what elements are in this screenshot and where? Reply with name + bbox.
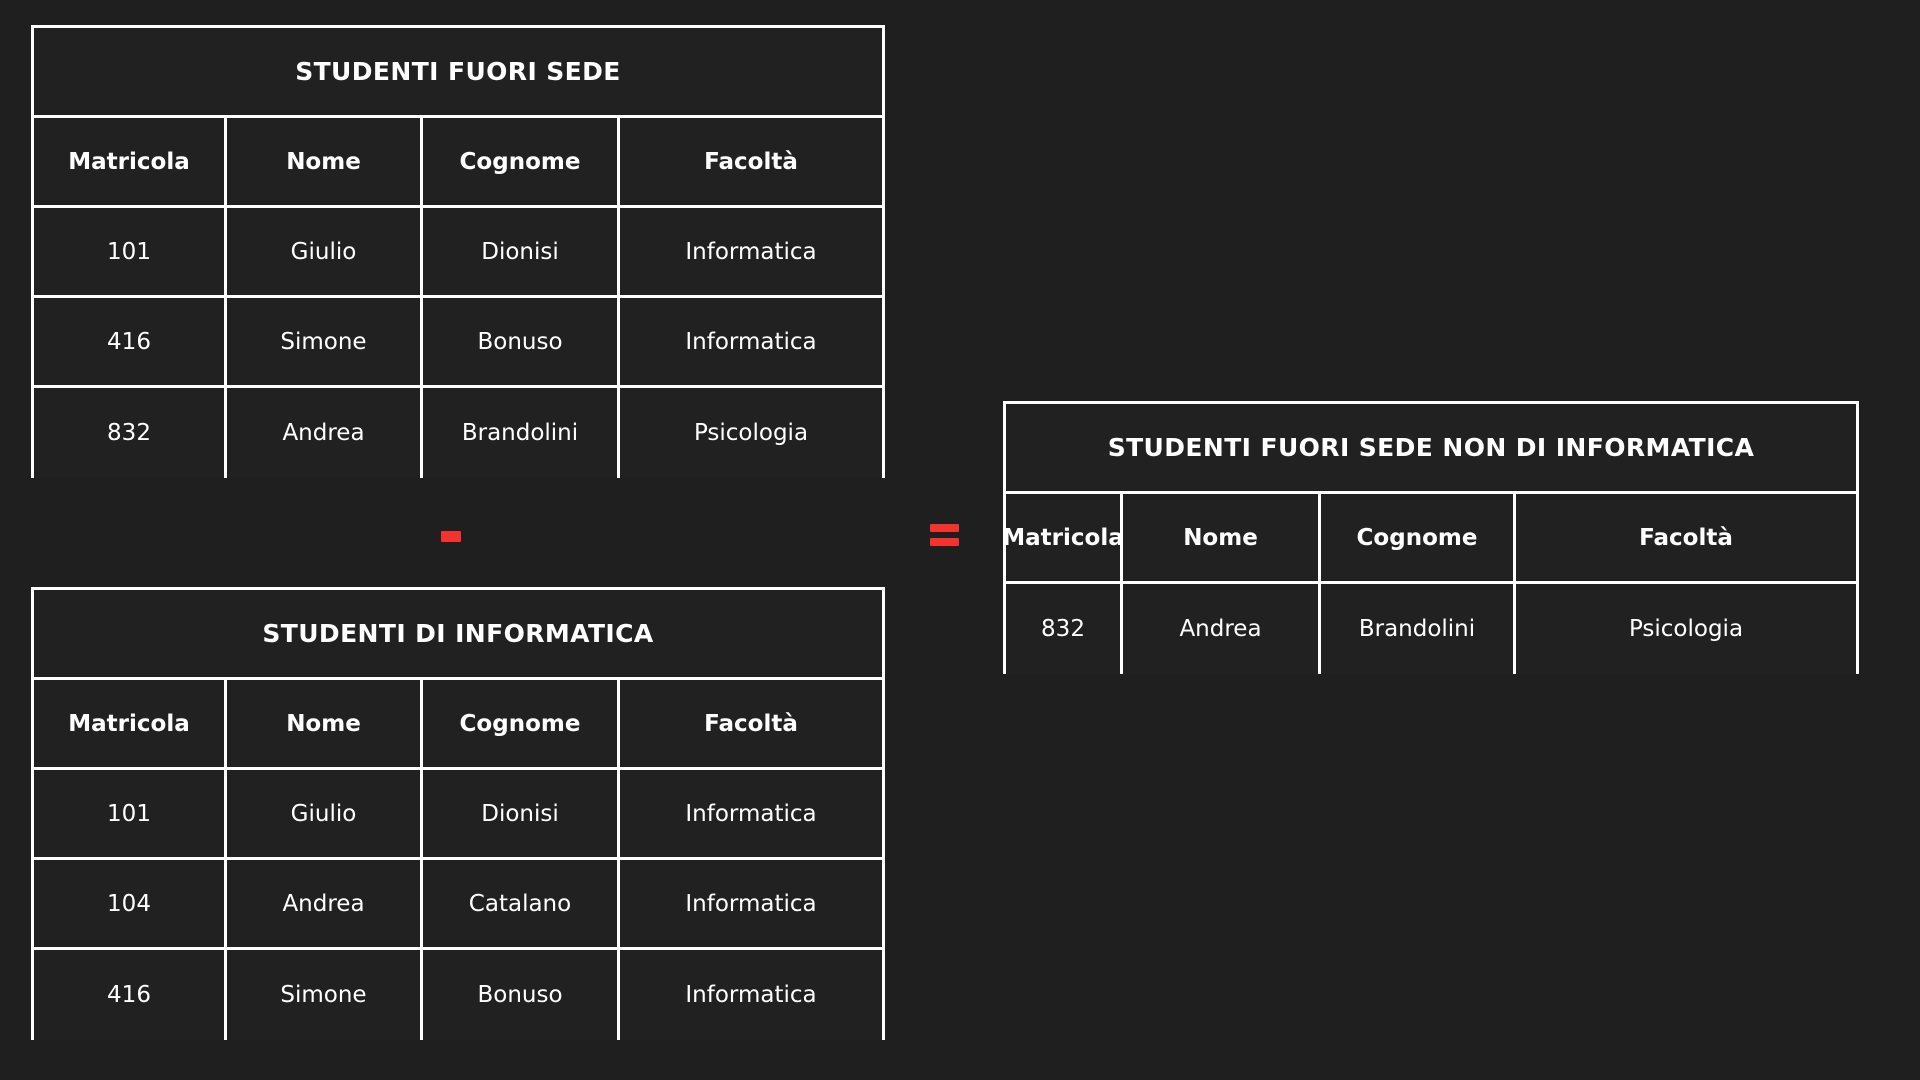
cell-cognome: Bonuso: [423, 298, 620, 385]
table-row: 416 Simone Bonuso Informatica: [34, 298, 882, 388]
column-header-matricola: Matricola: [1006, 494, 1123, 581]
table-title: STUDENTI DI INFORMATICA: [34, 590, 882, 680]
cell-facolta: Informatica: [620, 208, 882, 295]
table-studenti-fuori-sede-non-di-informatica: STUDENTI FUORI SEDE NON DI INFORMATICA M…: [1003, 401, 1859, 674]
column-header-matricola: Matricola: [34, 680, 227, 767]
cell-cognome: Dionisi: [423, 208, 620, 295]
cell-nome: Giulio: [227, 770, 423, 857]
cell-facolta: Psicologia: [620, 388, 882, 478]
column-header-matricola: Matricola: [34, 118, 227, 205]
equals-operator-icon: [919, 512, 969, 558]
table-title: STUDENTI FUORI SEDE: [34, 28, 882, 118]
cell-matricola: 832: [1006, 584, 1123, 674]
cell-cognome: Brandolini: [1321, 584, 1516, 674]
column-header-nome: Nome: [227, 118, 423, 205]
minus-bar: [441, 530, 461, 542]
table-row: 101 Giulio Dionisi Informatica: [34, 208, 882, 298]
cell-nome: Simone: [227, 950, 423, 1040]
equals-bar-bottom: [929, 538, 959, 546]
cell-cognome: Brandolini: [423, 388, 620, 478]
cell-cognome: Catalano: [423, 860, 620, 947]
column-header-cognome: Cognome: [423, 680, 620, 767]
cell-matricola: 416: [34, 950, 227, 1040]
column-header-cognome: Cognome: [423, 118, 620, 205]
table-row: 832 Andrea Brandolini Psicologia: [34, 388, 882, 478]
column-header-nome: Nome: [227, 680, 423, 767]
cell-matricola: 832: [34, 388, 227, 478]
cell-nome: Simone: [227, 298, 423, 385]
cell-nome: Giulio: [227, 208, 423, 295]
table-row: 101 Giulio Dionisi Informatica: [34, 770, 882, 860]
cell-nome: Andrea: [1123, 584, 1321, 674]
column-header-cognome: Cognome: [1321, 494, 1516, 581]
table-studenti-fuori-sede: STUDENTI FUORI SEDE Matricola Nome Cogno…: [31, 25, 885, 478]
table-header-row: Matricola Nome Cognome Facoltà: [1006, 494, 1856, 584]
cell-facolta: Informatica: [620, 770, 882, 857]
cell-matricola: 104: [34, 860, 227, 947]
cell-matricola: 416: [34, 298, 227, 385]
table-title: STUDENTI FUORI SEDE NON DI INFORMATICA: [1006, 404, 1856, 494]
column-header-facolta: Facoltà: [1516, 494, 1856, 581]
table-header-row: Matricola Nome Cognome Facoltà: [34, 680, 882, 770]
cell-matricola: 101: [34, 770, 227, 857]
table-row: 104 Andrea Catalano Informatica: [34, 860, 882, 950]
equals-bar-top: [929, 524, 959, 532]
table-row: 832 Andrea Brandolini Psicologia: [1006, 584, 1856, 674]
minus-operator-icon: [426, 516, 476, 556]
cell-nome: Andrea: [227, 860, 423, 947]
column-header-nome: Nome: [1123, 494, 1321, 581]
cell-nome: Andrea: [227, 388, 423, 478]
table-studenti-di-informatica: STUDENTI DI INFORMATICA Matricola Nome C…: [31, 587, 885, 1040]
cell-facolta: Informatica: [620, 860, 882, 947]
table-header-row: Matricola Nome Cognome Facoltà: [34, 118, 882, 208]
cell-cognome: Bonuso: [423, 950, 620, 1040]
cell-matricola: 101: [34, 208, 227, 295]
column-header-facolta: Facoltà: [620, 118, 882, 205]
table-row: 416 Simone Bonuso Informatica: [34, 950, 882, 1040]
column-header-facolta: Facoltà: [620, 680, 882, 767]
cell-facolta: Informatica: [620, 950, 882, 1040]
cell-facolta: Psicologia: [1516, 584, 1856, 674]
cell-cognome: Dionisi: [423, 770, 620, 857]
cell-facolta: Informatica: [620, 298, 882, 385]
